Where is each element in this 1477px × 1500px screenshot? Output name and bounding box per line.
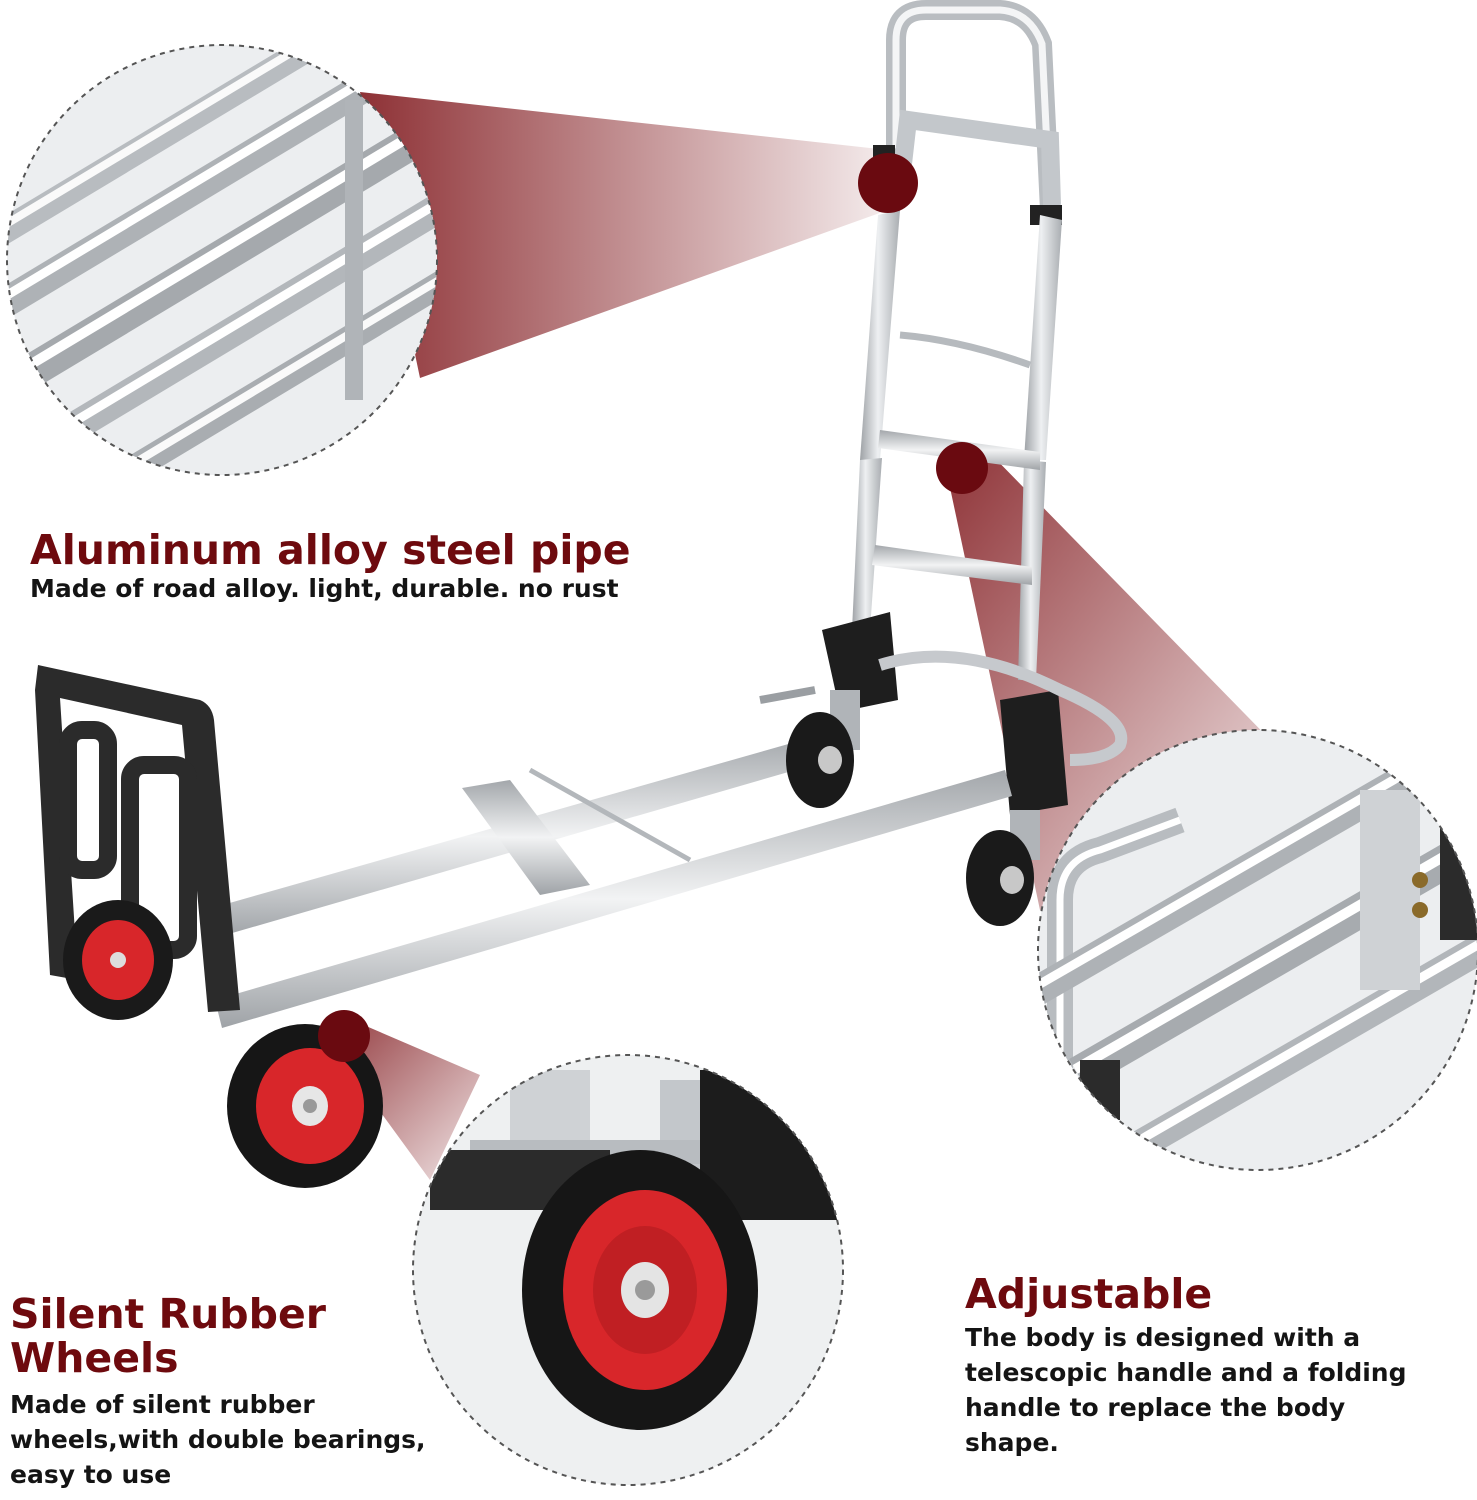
feature-description-line2: wheels,with double bearings, bbox=[10, 1424, 426, 1454]
wheel-front-right bbox=[227, 1024, 383, 1188]
feature-description-line3: handle to replace the body bbox=[965, 1393, 1346, 1423]
feature-description-line1: The body is designed with a bbox=[965, 1323, 1361, 1353]
callout-dot-wheel bbox=[318, 1010, 370, 1062]
zoom-circle-adjustable bbox=[1037, 729, 1477, 1171]
zoom-circle-pipe bbox=[6, 44, 438, 476]
caster-wheel-front bbox=[966, 810, 1040, 926]
callout-beam-top bbox=[360, 92, 888, 378]
feature-aluminum-alloy: Aluminum alloy steel pipe Made of road a… bbox=[30, 528, 690, 604]
feature-adjustable: Adjustable The body is designed with a t… bbox=[965, 1272, 1465, 1460]
feature-silent-wheels: Silent Rubber Wheels Made of silent rubb… bbox=[10, 1292, 450, 1492]
feature-title: Adjustable bbox=[965, 1270, 1213, 1318]
feature-description-line4: shape. bbox=[965, 1428, 1059, 1458]
feature-title-line2: Wheels bbox=[10, 1334, 179, 1383]
feature-description-line2: telescopic handle and a folding bbox=[965, 1358, 1407, 1388]
zoom-circle-wheel bbox=[412, 1054, 844, 1486]
feature-description-line3: easy to use bbox=[10, 1459, 172, 1489]
feature-title: Aluminum alloy steel pipe bbox=[30, 526, 631, 574]
feature-description-line1: Made of silent rubber bbox=[10, 1389, 315, 1419]
feature-title-line1: Silent Rubber bbox=[10, 1290, 326, 1338]
feature-description: Made of road alloy. light, durable. no r… bbox=[30, 574, 619, 604]
callout-dot-right bbox=[936, 442, 988, 494]
caster-wheel-back bbox=[786, 690, 860, 808]
callout-dot-top bbox=[858, 153, 918, 213]
hand-truck bbox=[35, 0, 1128, 1188]
wheel-front-left bbox=[63, 900, 173, 1020]
